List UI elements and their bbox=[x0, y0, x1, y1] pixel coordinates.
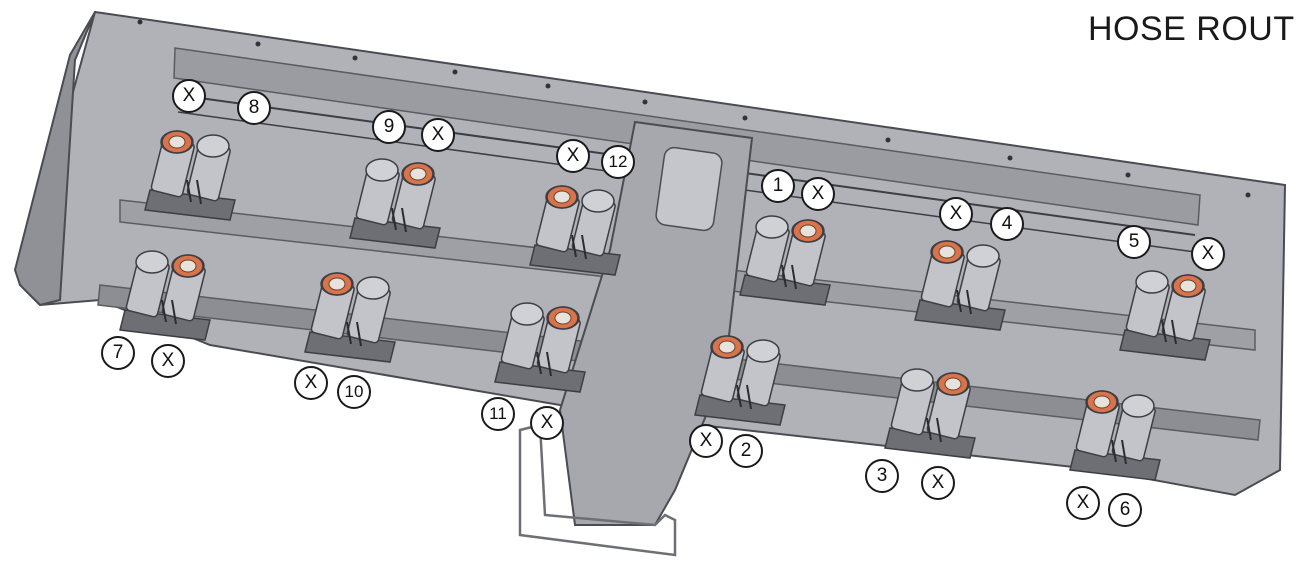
callout-12: 12 bbox=[601, 145, 635, 179]
valve-group bbox=[884, 368, 976, 459]
valve-groups bbox=[119, 130, 1211, 481]
callout-x: X bbox=[151, 344, 185, 378]
callout-x: X bbox=[294, 366, 328, 400]
callout-x: X bbox=[556, 139, 590, 173]
callout-8: 8 bbox=[237, 91, 271, 125]
bottom-bracket bbox=[518, 423, 677, 557]
page-title: HOSE ROUT bbox=[1088, 10, 1295, 48]
callout-x: X bbox=[921, 466, 955, 500]
valve-group bbox=[694, 335, 786, 426]
callout-9: 9 bbox=[372, 110, 406, 144]
callout-11: 11 bbox=[481, 397, 515, 431]
callout-10: 10 bbox=[337, 375, 371, 409]
callout-5: 5 bbox=[1117, 225, 1151, 259]
callout-x: X bbox=[1191, 237, 1225, 271]
valve-group bbox=[529, 185, 621, 276]
callout-7: 7 bbox=[101, 336, 135, 370]
callout-x: X bbox=[939, 197, 973, 231]
frame-bolts bbox=[137, 19, 1251, 198]
left-end-plate bbox=[13, 11, 96, 307]
callout-x: X bbox=[421, 118, 455, 152]
callout-6: 6 bbox=[1108, 493, 1142, 527]
callout-x: X bbox=[530, 406, 564, 440]
valve-group bbox=[494, 302, 586, 393]
valve-group bbox=[914, 240, 1006, 331]
callout-3: 3 bbox=[865, 459, 899, 493]
valve-group bbox=[349, 158, 441, 249]
callout-x: X bbox=[689, 424, 723, 458]
valve-group bbox=[144, 130, 236, 221]
callout-x: X bbox=[172, 79, 206, 113]
callout-x: X bbox=[1066, 486, 1100, 520]
valve-group bbox=[739, 215, 831, 306]
callout-4: 4 bbox=[990, 207, 1024, 241]
valve-group bbox=[1119, 270, 1211, 361]
callout-x: X bbox=[801, 177, 835, 211]
valve-group bbox=[119, 250, 211, 341]
callout-2: 2 bbox=[729, 434, 763, 468]
callout-1: 1 bbox=[761, 169, 795, 203]
valve-group bbox=[304, 272, 396, 363]
valve-group bbox=[1069, 390, 1161, 481]
center-hatch bbox=[655, 146, 723, 232]
